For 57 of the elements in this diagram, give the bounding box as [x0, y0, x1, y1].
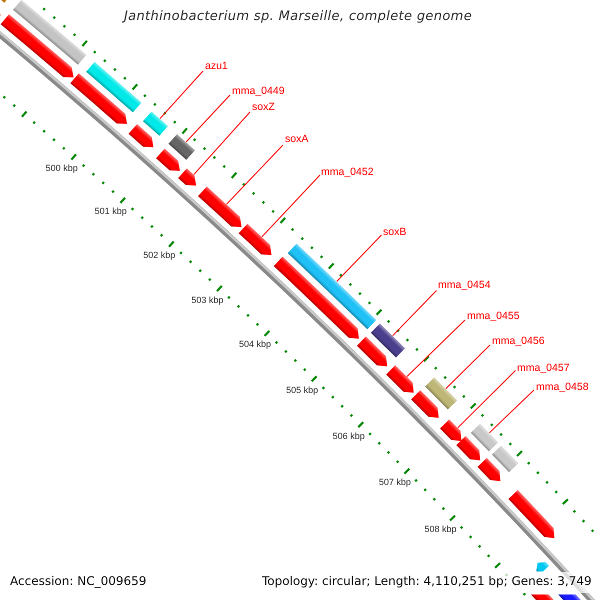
gene-feature — [178, 168, 196, 186]
scale-label: 508 kbp — [424, 524, 457, 534]
scale-label: 500 kbp — [46, 162, 78, 173]
gene-feature — [274, 256, 359, 339]
gene-feature — [238, 224, 272, 256]
gene-label: mma_0454 — [438, 279, 491, 291]
gene-label: mma_0458 — [536, 381, 589, 393]
gene-bar — [1, 0, 7, 3]
gene-feature — [440, 419, 462, 442]
gene-bar — [370, 324, 406, 358]
gene-bar — [425, 377, 458, 410]
leader-line — [336, 234, 382, 282]
gene-label: mma_0455 — [467, 310, 520, 322]
gene-label: azu1 — [205, 60, 228, 72]
gene-feature — [128, 124, 154, 148]
gene-bar — [142, 112, 168, 136]
gene-feature — [198, 186, 242, 228]
leader-line — [186, 94, 230, 142]
scale-label: 502 kbp — [143, 250, 176, 260]
scale-label: 505 kbp — [286, 384, 318, 395]
gene-bar — [86, 62, 142, 112]
scale-label: 504 kbp — [238, 339, 272, 350]
gene-feature — [0, 14, 74, 78]
gene-feature — [70, 73, 127, 124]
scale-label: 506 kbp — [332, 430, 365, 441]
gene-bar — [470, 424, 498, 452]
accession-text: Accession: NC_009659 — [10, 574, 146, 588]
gene-label: mma_0457 — [517, 362, 570, 374]
gene-feature — [156, 148, 180, 171]
gene-bar — [492, 446, 518, 472]
gene-bar — [168, 134, 195, 160]
gene-label: mma_0449 — [232, 85, 285, 97]
leader-line — [160, 70, 204, 120]
gene-feature — [456, 436, 480, 460]
gene-feature — [478, 458, 500, 482]
title: Janthinobacterium sp. Marseille, complete genome — [124, 9, 472, 25]
leader-line — [226, 144, 284, 205]
gene-label: mma_0456 — [492, 335, 545, 347]
leader-line — [457, 370, 516, 428]
leader-line — [406, 320, 466, 377]
gene-bar — [13, 0, 86, 65]
gene-feature — [411, 390, 439, 418]
leader-line — [261, 174, 320, 238]
gene-label: soxZ — [252, 101, 275, 113]
gene-bar — [288, 244, 376, 330]
scale-label: 507 kbp — [378, 477, 411, 488]
gene-feature — [508, 490, 554, 538]
leader-line — [193, 112, 250, 175]
scale-label: 503 kbp — [191, 294, 224, 304]
leader-line — [392, 290, 437, 336]
gene-label: soxA — [285, 133, 308, 145]
leader-line — [445, 344, 490, 390]
gene-feature — [356, 336, 388, 366]
gene-feature — [386, 365, 414, 393]
gene-label: soxB — [383, 226, 406, 238]
scale-label: 501 kbp — [94, 206, 127, 216]
gene-label: mma_0452 — [321, 166, 374, 178]
